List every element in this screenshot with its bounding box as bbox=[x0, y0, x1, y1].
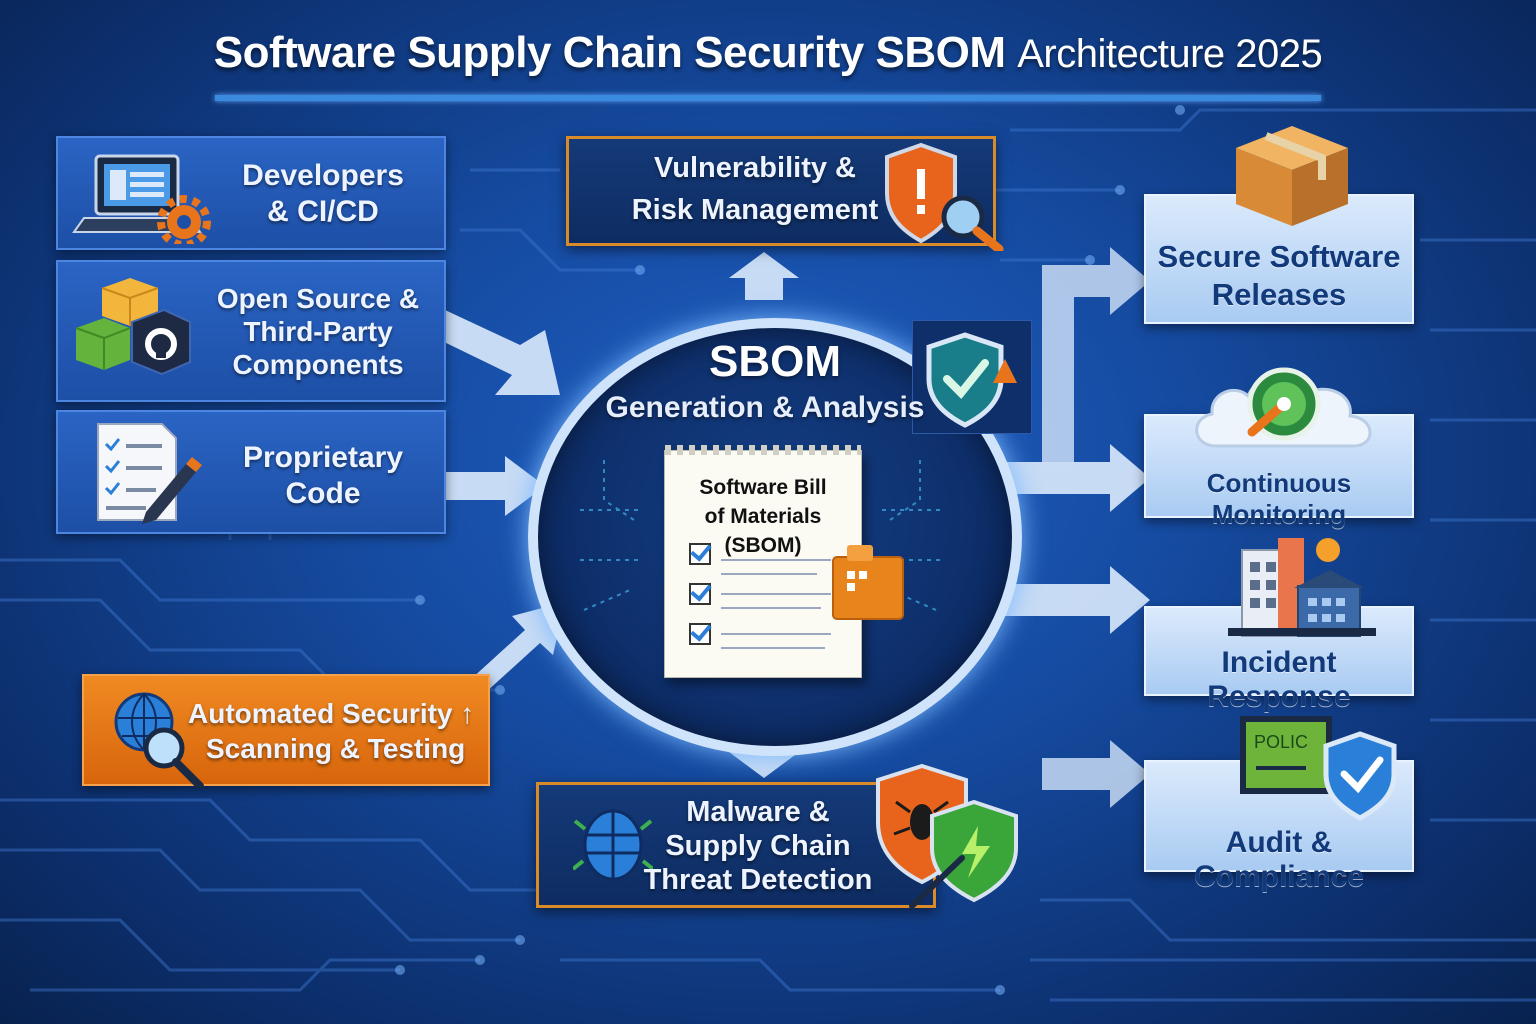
building-icon bbox=[1228, 538, 1376, 637]
malware-label-line: Supply Chain bbox=[665, 830, 851, 862]
output-label-line: Audit & Compliance bbox=[1193, 826, 1365, 893]
input-label-line: Developers bbox=[242, 159, 404, 192]
globe-magnifier-icon bbox=[114, 692, 204, 788]
input-label-line: Components bbox=[232, 349, 404, 380]
sbom-heading: SBOM Generation & Analysis bbox=[528, 336, 1022, 428]
checklist-pencil-icon bbox=[97, 423, 202, 524]
input-proprietary-code[interactable]: Proprietary Code bbox=[56, 410, 446, 534]
document-line: Software Bill bbox=[699, 476, 827, 499]
scanning-label-line: Automated Security ↑ bbox=[188, 696, 478, 731]
scanning-label-line: Scanning & Testing bbox=[206, 733, 466, 764]
policy-icon-text: POLIC bbox=[1254, 732, 1308, 752]
output-label-line: Continuous Monitoring bbox=[1206, 468, 1352, 529]
folder-icon bbox=[832, 545, 904, 620]
laptop-gear-icon bbox=[72, 154, 211, 244]
vulnerability-label-line: Risk Management bbox=[631, 194, 879, 226]
title-main: Software Supply Chain Security SBOM bbox=[213, 28, 1006, 77]
checkbox-icon bbox=[689, 583, 711, 605]
input-label-line: Third-Party bbox=[243, 316, 393, 347]
output-label-line: Incident Response bbox=[1207, 646, 1351, 713]
automated-security-scanning-box[interactable]: Automated Security ↑ Scanning & Testing bbox=[82, 674, 490, 788]
policy-shield-icon: POLIC bbox=[1240, 716, 1397, 821]
output-label-line: Releases bbox=[1211, 277, 1347, 312]
vulnerability-label-line: Vulnerability & bbox=[654, 152, 856, 184]
sbom-title: SBOM bbox=[709, 337, 841, 386]
input-label-line: Open Source & bbox=[216, 283, 420, 314]
checkbox-icon bbox=[689, 623, 711, 645]
title-suffix: Architecture 2025 bbox=[1017, 32, 1323, 76]
document-binding bbox=[665, 445, 861, 455]
output-label-line: Secure Software bbox=[1157, 239, 1401, 274]
page-title: Software Supply Chain Security SBOM Arch… bbox=[0, 28, 1536, 78]
output-incident-response[interactable]: Incident Response bbox=[1144, 606, 1414, 713]
title-underline bbox=[215, 95, 1321, 101]
arrow-up-icon: ↑ bbox=[460, 698, 475, 729]
circuit-traces bbox=[580, 460, 940, 611]
output-continuous-monitoring[interactable]: Continuous Monitoring bbox=[1144, 414, 1414, 529]
scanning-label-text: Automated Security bbox=[188, 698, 453, 729]
malware-label-line: Malware & bbox=[686, 796, 830, 828]
sbom-subtitle: Generation & Analysis bbox=[605, 391, 925, 424]
shield-panel bbox=[912, 320, 1032, 434]
bug-globe-icon bbox=[573, 809, 653, 881]
shield-alert-icon bbox=[885, 142, 1004, 251]
sbom-document: Software Bill of Materials (SBOM) bbox=[664, 445, 904, 678]
document-line: of Materials bbox=[704, 505, 822, 528]
checkbox-icon bbox=[689, 543, 711, 565]
document-line: (SBOM) bbox=[724, 534, 802, 557]
malware-label-line: Threat Detection bbox=[643, 864, 873, 896]
input-label-line: & CI/CD bbox=[267, 195, 379, 228]
cloud-monitor-icon bbox=[1195, 367, 1372, 448]
input-label-line: Code bbox=[285, 477, 361, 510]
bug-shield-icon bbox=[876, 763, 1018, 909]
box-icon bbox=[1236, 126, 1348, 226]
package-cubes-icon bbox=[75, 278, 191, 376]
input-label-line: Proprietary bbox=[242, 441, 404, 474]
input-open-source-components[interactable]: Open Source & Third-Party Components bbox=[56, 260, 446, 402]
vulnerability-risk-box[interactable]: Vulnerability & Risk Management bbox=[566, 136, 1004, 251]
shield-check-icon bbox=[926, 332, 1017, 428]
input-developers-ci-cd[interactable]: Developers & CI/CD bbox=[56, 136, 446, 250]
